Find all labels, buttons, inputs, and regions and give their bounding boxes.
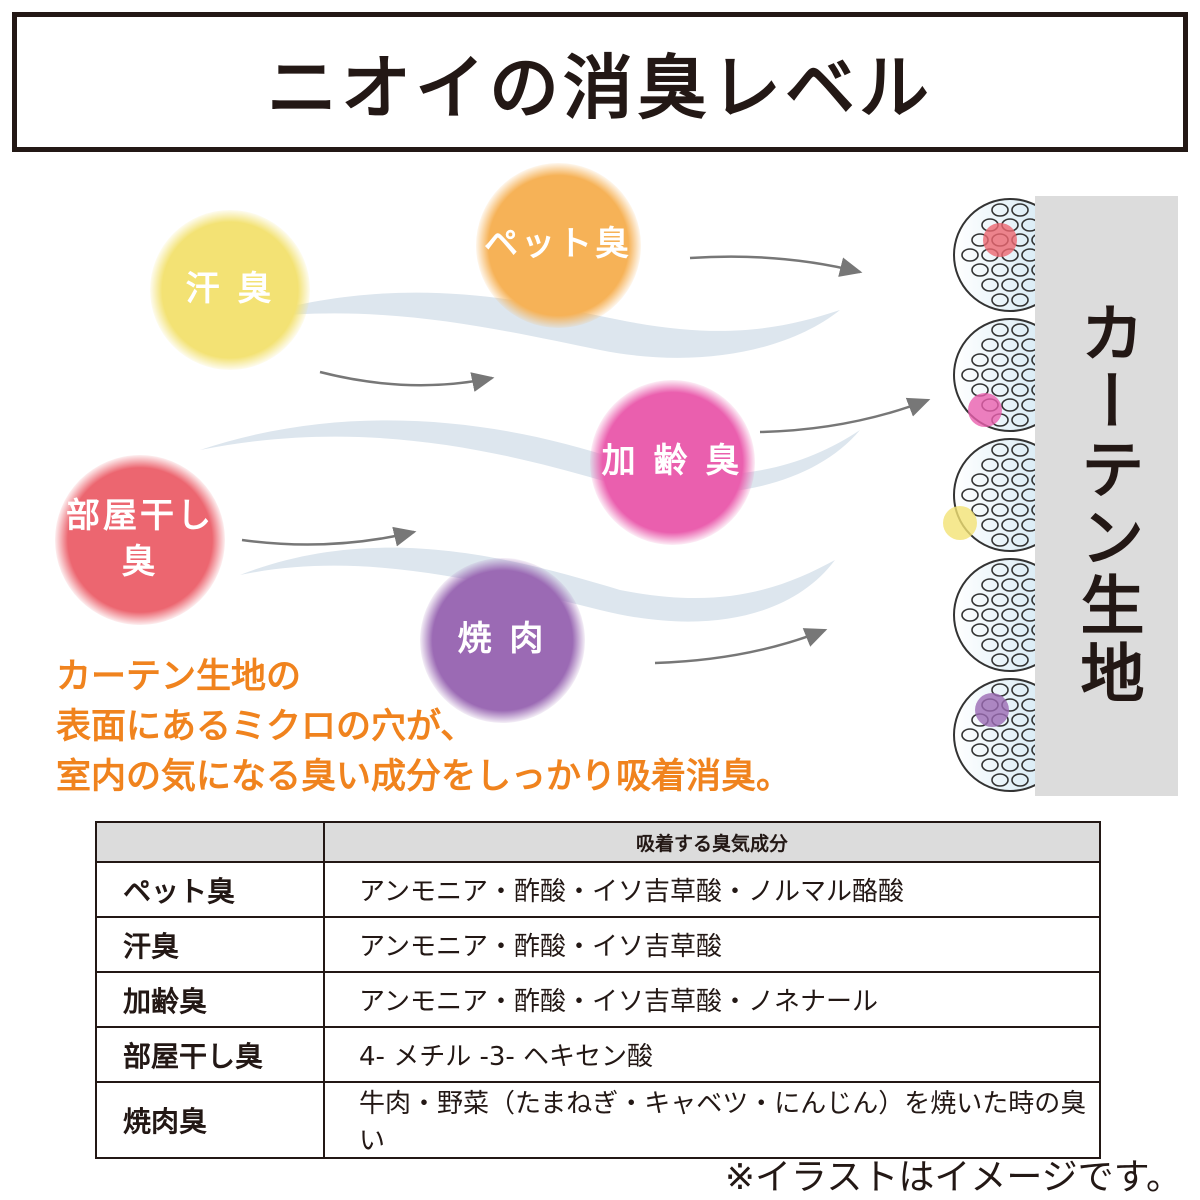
illustration-note: ※イラストはイメージです。 — [724, 1157, 1182, 1198]
odor-bubble: 焼 肉 — [419, 557, 585, 723]
odor-name: 汗臭 — [95, 916, 325, 973]
fabric-label: カーテン生地 — [1069, 300, 1144, 708]
header-cell: 吸着する臭気成分 — [323, 821, 1101, 863]
odor-components: アンモニア・酢酸・イソ吉草酸 — [323, 916, 1101, 973]
arrows — [241, 255, 931, 665]
table-header: 吸着する臭気成分 — [95, 821, 1101, 863]
odor-components: 牛肉・野菜（たまねぎ・キャベツ・にんじん）を焼いた時の臭い — [323, 1081, 1101, 1159]
fabric-fibers — [943, 198, 1035, 792]
odor-components: アンモニア・酢酸・イソ吉草酸・ノネナール — [323, 971, 1101, 1028]
odor-components-table: 吸着する臭気成分 ペット臭アンモニア・酢酸・イソ吉草酸・ノルマル酪酸 汗臭アンモ… — [95, 821, 1101, 1159]
odor-bubble: 加 齢 臭 — [589, 379, 755, 545]
odor-components: 4- メチル -3- ヘキセン酸 — [323, 1026, 1101, 1083]
table-row: ペット臭アンモニア・酢酸・イソ吉草酸・ノルマル酪酸 — [95, 861, 1101, 918]
odor-name: 部屋干し臭 — [95, 1026, 325, 1083]
odor-bubble: ペット臭 — [475, 162, 641, 328]
odor-components: アンモニア・酢酸・イソ吉草酸・ノルマル酪酸 — [323, 861, 1101, 918]
table-row: 焼肉臭牛肉・野菜（たまねぎ・キャベツ・にんじん）を焼いた時の臭い — [95, 1081, 1101, 1159]
header-cell — [95, 821, 325, 863]
description: カーテン生地の 表面にあるミクロの穴が、 室内の気になる臭い成分をしっかり吸着消… — [56, 652, 791, 802]
table-row: 汗臭アンモニア・酢酸・イソ吉草酸 — [95, 916, 1101, 973]
title-box: ニオイの消臭レベル — [12, 12, 1188, 152]
odor-name: 加齢臭 — [95, 971, 325, 1028]
odor-name: ペット臭 — [95, 861, 325, 918]
page-title: ニオイの消臭レベル — [267, 46, 933, 129]
fabric-panel — [1035, 196, 1178, 796]
odor-bubble: 部屋干し 臭 — [55, 455, 225, 625]
description-line: 室内の気になる臭い成分をしっかり吸着消臭。 — [56, 757, 792, 797]
description-line: 表面にあるミクロの穴が、 — [56, 707, 476, 747]
odor-bubble: 汗 臭 — [150, 210, 310, 370]
odor-name: 焼肉臭 — [95, 1081, 325, 1159]
description-line: カーテン生地の — [56, 657, 302, 697]
table-row: 加齢臭アンモニア・酢酸・イソ吉草酸・ノネナール — [95, 971, 1101, 1028]
